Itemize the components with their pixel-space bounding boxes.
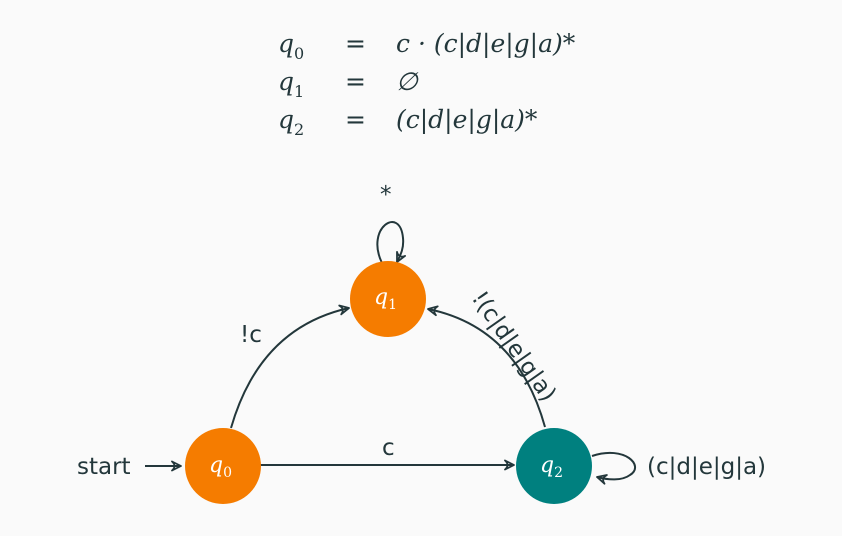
- equation-q0: q0 = c · (c|d|e|g|a)*: [278, 29, 576, 63]
- state-q1: q1: [350, 261, 426, 337]
- edge-label-q0-q2: c: [382, 435, 395, 461]
- edge-label-q1-self: *: [380, 182, 392, 208]
- state-q2: q2: [516, 428, 592, 504]
- states: q0 q1 q2: [185, 261, 592, 504]
- edge-q0-q1: [230, 304, 350, 429]
- equation-rhs: ∅: [396, 67, 419, 96]
- start-label: start: [77, 454, 131, 480]
- equation-q1: q1 = ∅: [278, 67, 419, 101]
- edges: start !c c !(c|d|e|g|a) * (c|d|e|g|a): [77, 182, 766, 485]
- equation-rhs: (c|d|e|g|a)*: [396, 105, 538, 135]
- state-q2-label: q2: [540, 453, 563, 481]
- equation-rhs: c · (c|d|e|g|a)*: [396, 29, 576, 59]
- equals-sign: =: [345, 67, 366, 96]
- state-q1-label: q1: [374, 285, 397, 313]
- equals-sign: =: [345, 105, 366, 134]
- state-q2-circle: [516, 428, 592, 504]
- edge-q2-self-loop: [591, 451, 636, 485]
- edge-label-q2-self: (c|d|e|g|a): [647, 454, 766, 480]
- equals-sign: =: [345, 29, 366, 58]
- state-q0-label: q0: [209, 453, 232, 481]
- equation-q2: q2 = (c|d|e|g|a)*: [278, 105, 538, 139]
- state-q1-circle: [350, 261, 426, 337]
- edge-label-q2-q1: !(c|d|e|g|a): [466, 287, 561, 407]
- edge-q2-q1: [427, 305, 546, 428]
- equation-lhs: q0: [278, 29, 304, 63]
- edge-label-q0-q1: !c: [240, 322, 262, 348]
- edge-q1-self-loop: [376, 221, 406, 264]
- equation-lhs: q1: [278, 67, 304, 101]
- equation-lhs: q2: [278, 105, 304, 139]
- state-q0: q0: [185, 428, 261, 504]
- equations: q0 = c · (c|d|e|g|a)* q1 = ∅ q2 = (c|d|e…: [278, 29, 576, 139]
- state-q0-circle: [185, 428, 261, 504]
